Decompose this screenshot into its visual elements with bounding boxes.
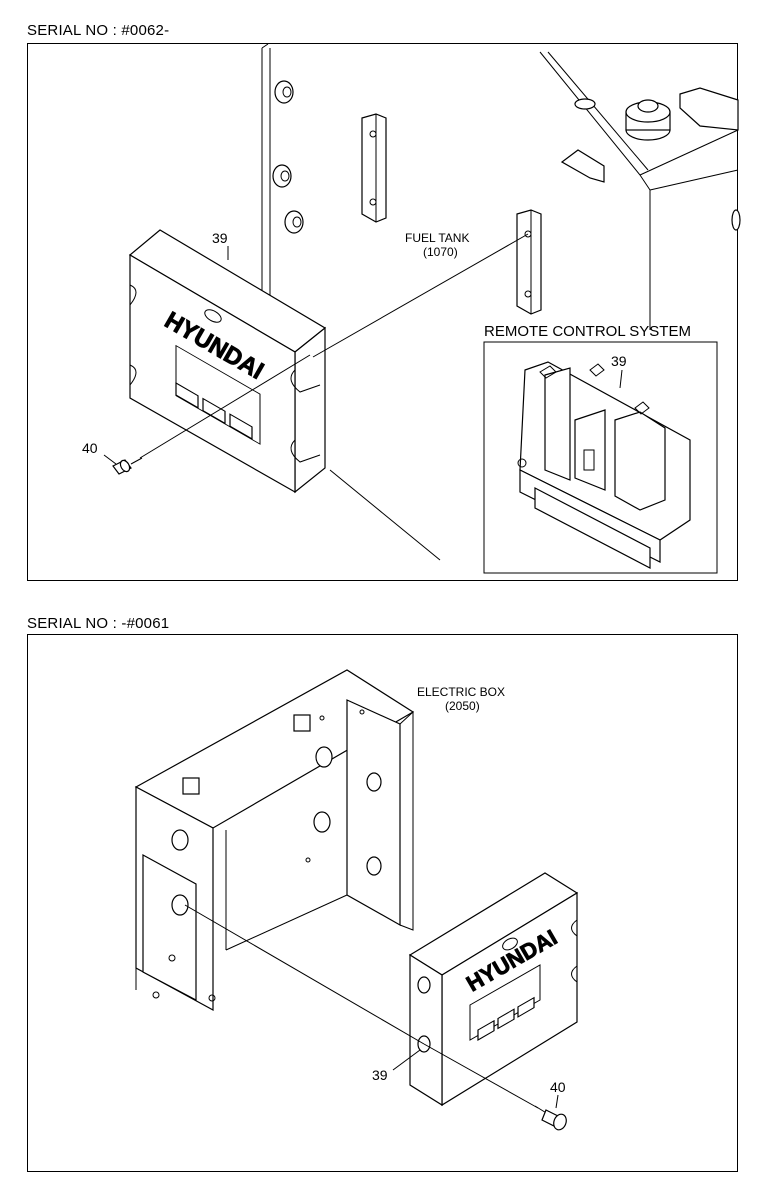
top-serial-number: SERIAL NO : #0062- <box>27 22 170 39</box>
box-stud-6 <box>171 894 189 916</box>
bottom-leader-39 <box>392 1049 421 1071</box>
bottom-assembly-line-2 <box>423 1043 539 1109</box>
electric-box-code: (2050) <box>445 699 480 713</box>
bottom-callout-39: 39 <box>372 1067 388 1083</box>
box-stud-1 <box>182 777 200 795</box>
box-stud-8 <box>366 856 382 876</box>
inset-leader-39 <box>619 369 623 389</box>
top-assembly-line-2 <box>312 233 529 358</box>
remote-control-unit-drawing <box>517 361 691 569</box>
mounting-bracket-1 <box>361 113 387 223</box>
box-stud-2 <box>293 714 311 732</box>
electric-box-drawing <box>134 669 415 1012</box>
top-callout-40: 40 <box>82 440 98 456</box>
bolt-40-bottom <box>534 1105 567 1131</box>
bottom-assembly-line-1 <box>184 904 425 1045</box>
top-assembly-line-1 <box>139 354 311 459</box>
box-stud-4 <box>313 811 331 833</box>
controller-unit-39-bottom: HYUNDAI <box>408 872 579 1107</box>
bottom-callout-40: 40 <box>550 1079 566 1095</box>
bolt-40-top <box>112 457 143 475</box>
tank-cap-fitting <box>560 87 741 231</box>
controller-unit-39-top: HYUNDAI <box>128 229 327 494</box>
inset-title: REMOTE CONTROL SYSTEM <box>484 323 691 340</box>
bottom-leader-40 <box>555 1094 559 1109</box>
box-stud-5 <box>171 829 189 851</box>
top-leader-40 <box>103 454 117 465</box>
fuel-tank-code: (1070) <box>423 245 458 259</box>
inset-callout-39: 39 <box>611 353 627 369</box>
bottom-serial-number: SERIAL NO : -#0061 <box>27 615 170 632</box>
electric-box-label: ELECTRIC BOX <box>417 685 505 699</box>
tank-bolt-3 <box>284 210 304 234</box>
mounting-bracket-2 <box>516 209 542 315</box>
box-stud-7 <box>366 772 382 792</box>
fuel-tank-drawing <box>261 43 741 561</box>
top-callout-39: 39 <box>212 230 228 246</box>
box-stud-3 <box>315 746 333 768</box>
tank-bolt-1 <box>274 80 294 104</box>
fuel-tank-label: FUEL TANK <box>405 231 469 245</box>
tank-bolt-2 <box>272 164 292 188</box>
